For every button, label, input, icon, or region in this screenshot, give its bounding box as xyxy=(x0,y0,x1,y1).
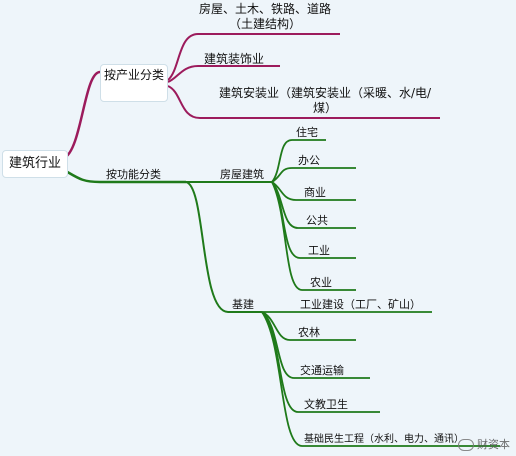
industry-child-decoration: 建筑装饰业 xyxy=(204,52,265,66)
wechat-icon xyxy=(458,439,474,451)
industry-classification-node: 按产业分类 xyxy=(100,64,168,102)
connector-root-industry xyxy=(63,70,101,160)
connector-root-function xyxy=(63,168,186,184)
watermark-text: 财资本 xyxy=(477,438,510,451)
connector-industry-child-3 xyxy=(167,85,440,119)
watermark: 财资本 xyxy=(458,436,510,452)
industry-child-civil-structure: 房屋、土木、铁路、道路（土建结构） xyxy=(198,2,331,31)
housing-child-commercial: 商业 xyxy=(304,186,326,199)
infra-child-livelihood-projects: 基础民生工程（水利、电力、通讯） xyxy=(304,434,464,445)
connector-infra-5 xyxy=(261,311,500,447)
connector-infra-2 xyxy=(261,311,356,341)
housing-child-office: 办公 xyxy=(298,154,320,167)
infra-child-culture-education-health: 文教卫生 xyxy=(304,398,348,411)
connector-housing-1 xyxy=(271,139,326,183)
industry-child-installation: 建筑安装业（建筑安装业（采暖、水/电/煤） xyxy=(218,86,432,115)
root-node: 建筑行业 xyxy=(2,150,68,178)
infra-child-agriculture-forestry: 农林 xyxy=(298,326,320,339)
connector-housing-2 xyxy=(271,167,356,183)
connector-housing-6 xyxy=(271,181,356,291)
housing-construction-node: 房屋建筑 xyxy=(220,168,264,181)
housing-child-industrial: 工业 xyxy=(308,244,330,257)
connector-function-infra xyxy=(185,181,262,313)
housing-child-agricultural: 农业 xyxy=(310,276,332,289)
connector-industry-child-2 xyxy=(167,65,280,83)
housing-child-residential: 住宅 xyxy=(296,126,318,139)
connector-housing-3 xyxy=(271,181,356,201)
housing-child-public: 公共 xyxy=(306,214,328,227)
function-classification-node: 按功能分类 xyxy=(106,168,161,181)
infra-child-transportation: 交通运输 xyxy=(300,364,344,377)
infrastructure-node: 基建 xyxy=(232,298,254,311)
infra-child-industrial-construction: 工业建设（工厂、矿山） xyxy=(300,298,421,311)
connector-industry-child-1 xyxy=(167,33,340,81)
